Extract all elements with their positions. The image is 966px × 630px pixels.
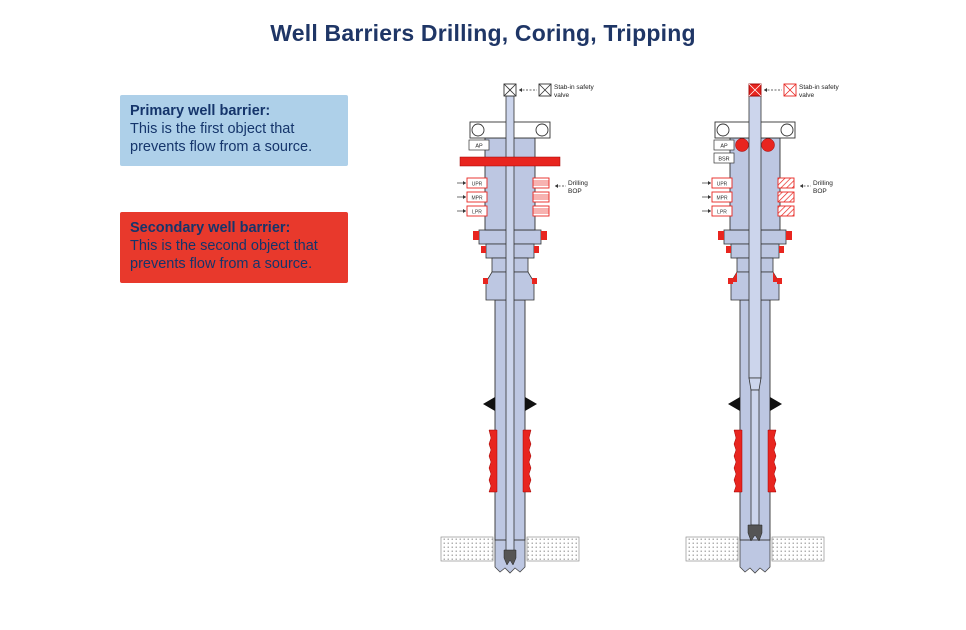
secondary-barrier-body: This is the second object that prevents … — [130, 237, 318, 272]
cement-barrier — [488, 429, 532, 493]
open-hole — [739, 533, 771, 574]
lpr-label: LPR — [717, 210, 727, 216]
svg-text:BOP: BOP — [813, 188, 827, 195]
drill-bit — [747, 524, 763, 542]
primary-barrier-legend: Primary well barrier: This is the first … — [120, 95, 348, 166]
ap-label: AP — [475, 144, 483, 150]
svg-text:Drilling: Drilling — [568, 180, 588, 187]
ram-cavities — [532, 177, 550, 217]
stab-in-valve-label: Stab-in safety valve — [554, 84, 594, 99]
svg-text:Drilling: Drilling — [813, 180, 833, 187]
kelly-valve-icon — [503, 83, 517, 97]
svg-text:BOP: BOP — [568, 188, 582, 195]
mpr-label: MPR — [471, 196, 483, 202]
ground-hatch — [685, 536, 825, 562]
ap-label: AP — [720, 144, 728, 150]
stab-in-safety-valve-installed-icon — [748, 83, 762, 97]
flow-arrows — [483, 397, 537, 411]
pipe-rams: UPR MPR LPR — [702, 177, 733, 217]
stab-in-valve-icon — [519, 83, 552, 97]
annular-preventer-label: AP BSR — [713, 139, 735, 164]
drilling-bop-label: Drilling BOP — [800, 180, 833, 195]
page-title: Well Barriers Drilling, Coring, Tripping — [270, 20, 696, 46]
svg-text:Stab-in safety: Stab-in safety — [554, 84, 594, 91]
primary-barrier-heading: Primary well barrier: — [130, 103, 271, 119]
ram-cavities — [777, 177, 795, 217]
secondary-barrier-heading: Secondary well barrier: — [130, 220, 291, 236]
drill-bit — [503, 549, 517, 566]
secondary-barrier-legend: Secondary well barrier: This is the seco… — [120, 212, 348, 283]
upr-label: UPR — [472, 182, 483, 188]
landing-string-pipe — [748, 95, 762, 526]
lpr-label: LPR — [472, 210, 482, 216]
flow-arrows — [728, 397, 782, 411]
stab-in-valve-label: Stab-in safety valve — [799, 84, 839, 99]
svg-text:Stab-in safety: Stab-in safety — [799, 84, 839, 91]
shear-ram-barrier — [459, 156, 561, 167]
stab-in-valve-icon — [764, 83, 797, 97]
pipe-rams: UPR MPR LPR — [457, 177, 488, 217]
svg-text:valve: valve — [554, 92, 570, 99]
cement-barrier — [733, 429, 777, 493]
closed-annular-preventer — [735, 138, 775, 152]
well-schematic-drilling: AP UPR MPR LPR — [440, 83, 594, 574]
upr-label: UPR — [717, 182, 728, 188]
mpr-label: MPR — [716, 196, 728, 202]
svg-text:valve: valve — [799, 92, 815, 99]
well-schematic-tripping: AP BSR UPR MPR LPR Drilling — [685, 83, 839, 574]
annular-preventer-label: AP — [468, 139, 490, 151]
drilling-bop-label: Drilling BOP — [555, 180, 588, 195]
ground-hatch — [440, 536, 580, 562]
primary-barrier-body: This is the first object that prevents f… — [130, 120, 313, 155]
bsr-label: BSR — [718, 157, 729, 163]
